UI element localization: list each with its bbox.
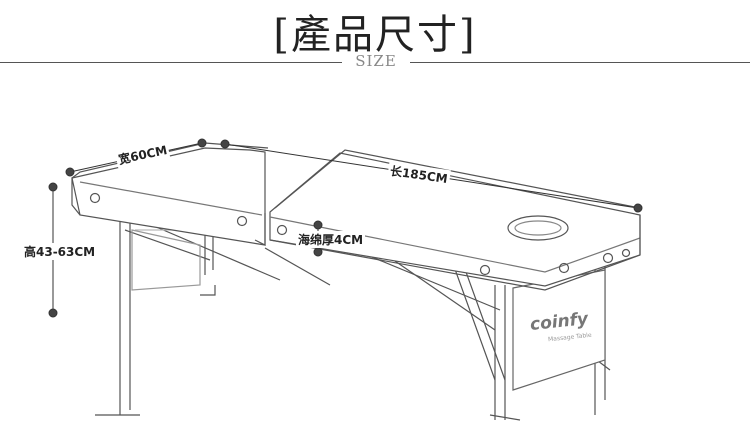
page-title: [產品尺寸] — [273, 12, 477, 58]
divider-right — [410, 62, 750, 63]
massage-table-sketch — [48, 138, 643, 421]
face-hole — [507, 215, 569, 241]
product-figure: 宽60CM 长185CM 高43-63CM 海绵厚4CM coinfy Mass… — [0, 80, 750, 422]
head-side-panel — [131, 229, 201, 291]
page-subtitle: SIZE — [355, 52, 397, 70]
table-drawing — [71, 142, 641, 421]
header: [產品尺寸] SIZE — [0, 0, 750, 80]
divider-left — [0, 62, 342, 63]
right-top-section — [269, 152, 641, 287]
height-label: 高43-63CM — [22, 243, 98, 260]
foam-thickness-label: 海绵厚4CM — [296, 231, 366, 248]
grommets — [89, 192, 631, 276]
